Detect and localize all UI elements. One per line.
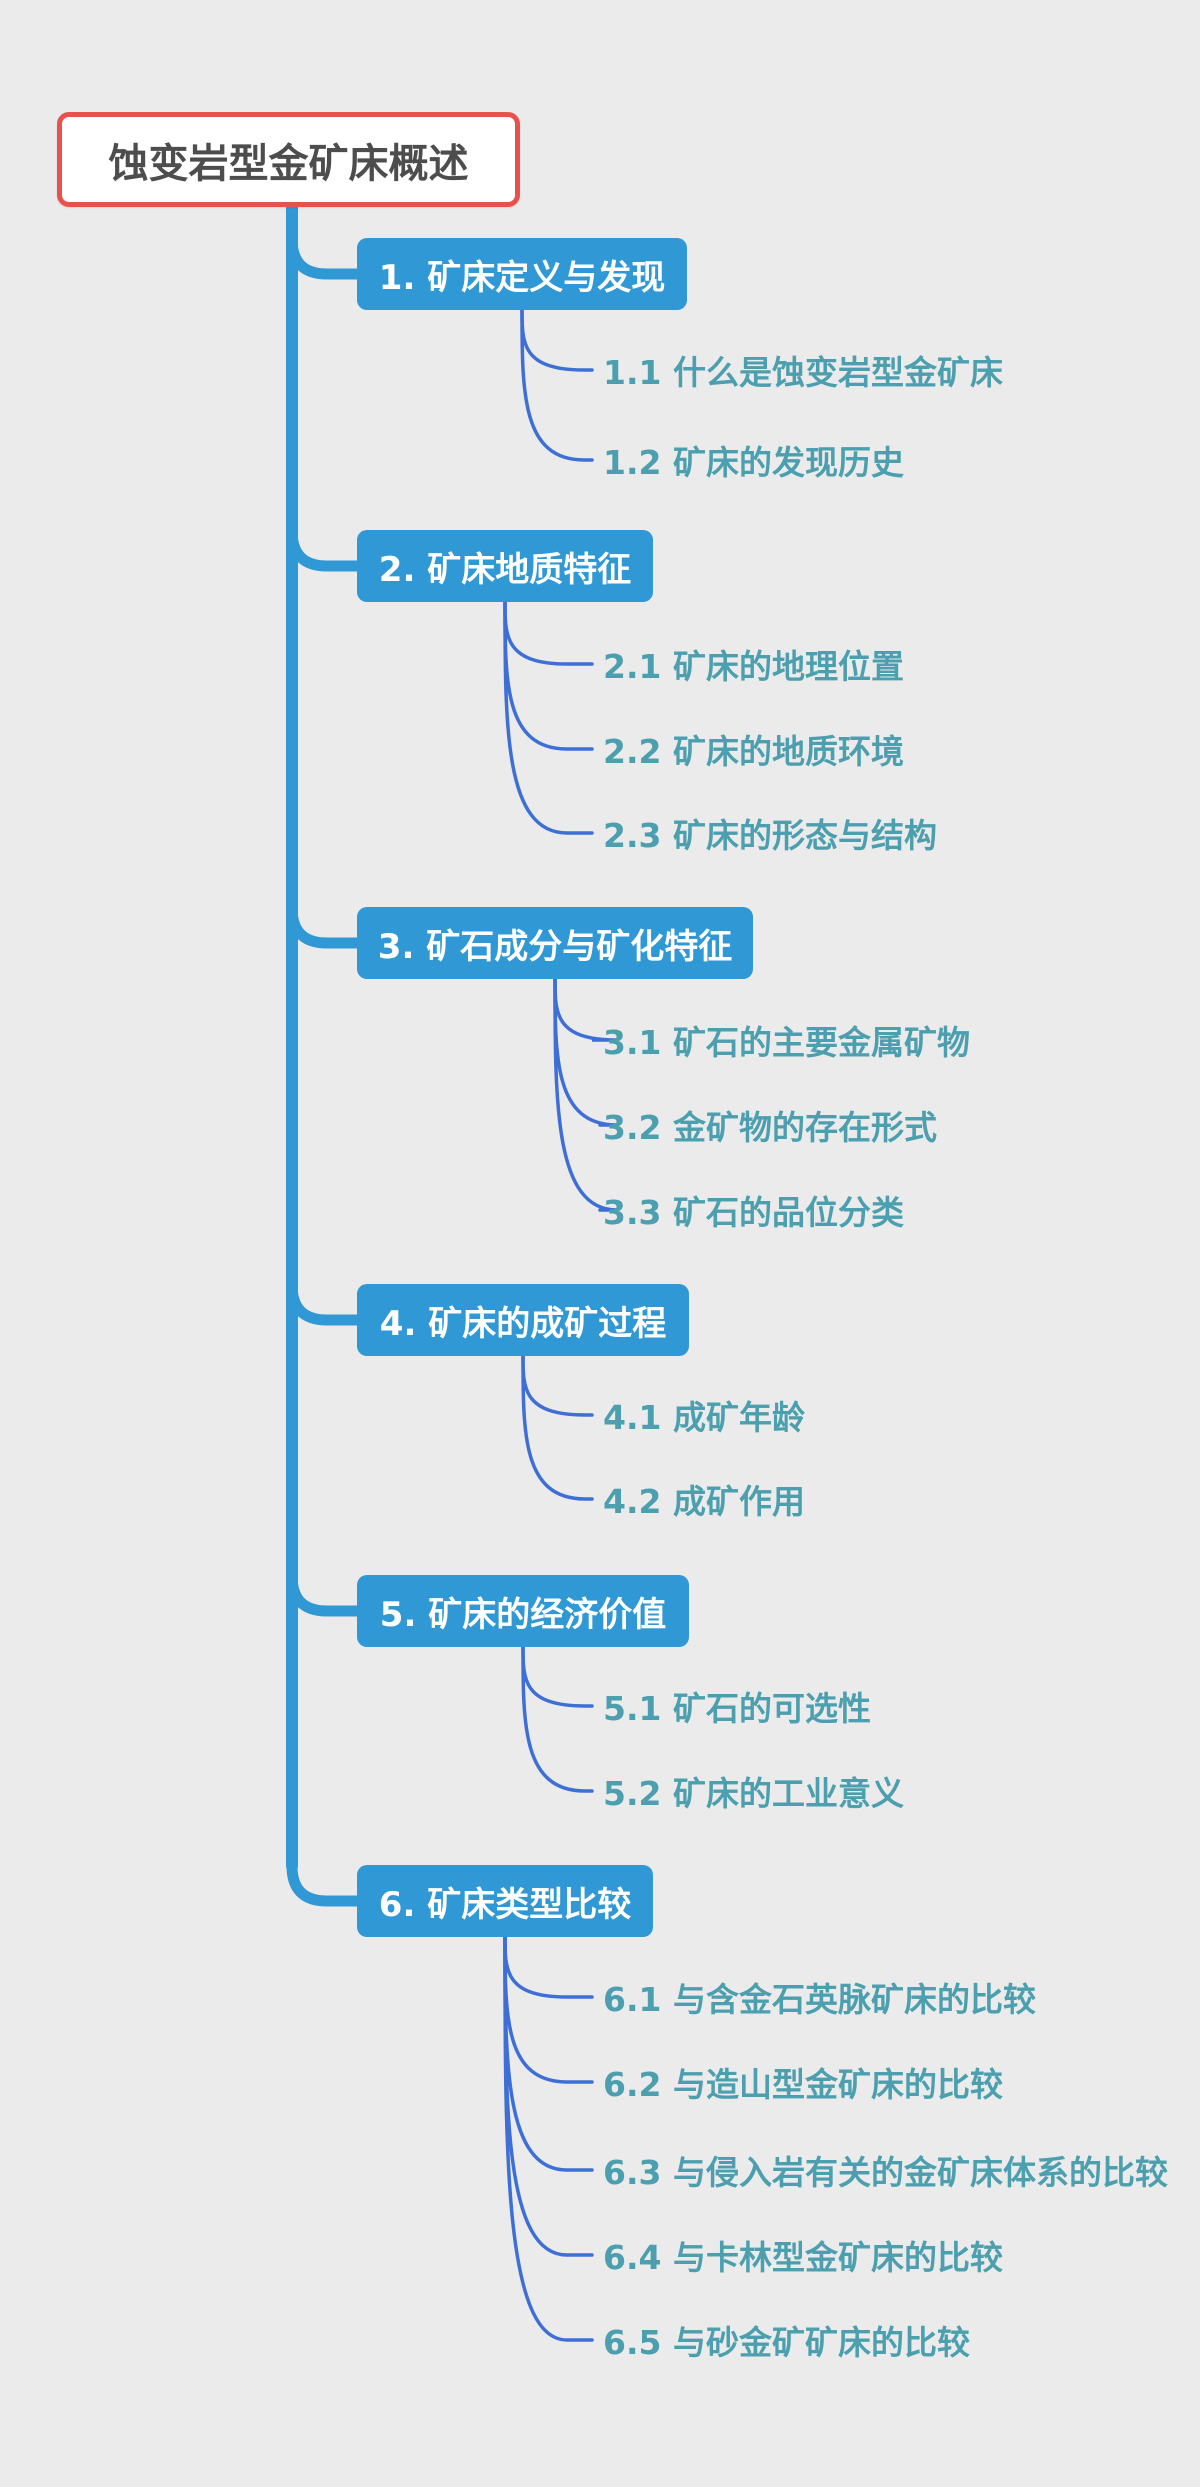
subtopic-4-1[interactable]: 4.1 成矿年龄 [603,1398,805,1437]
child-connector-2-3 [503,600,594,835]
subtopic-6-2[interactable]: 6.2 与造山型金矿床的比较 [603,2065,1003,2104]
branch-elbow-6 [286,1820,368,1907]
child-connector-1-1 [520,308,594,372]
child-connector-6-1 [503,1935,594,1999]
branch-elbow-5 [286,1530,368,1617]
child-connector-6-5 [503,1935,594,2342]
subtopic-6-1[interactable]: 6.1 与含金石英脉矿床的比较 [603,1980,1036,2019]
branch-node-4[interactable]: 4. 矿床的成矿过程 [357,1284,689,1356]
branch-elbow-2 [286,485,368,572]
child-connector-2-1 [503,600,594,666]
subtopic-5-1[interactable]: 5.1 矿石的可选性 [603,1689,871,1728]
branch-node-3[interactable]: 3. 矿石成分与矿化特征 [357,907,753,979]
child-connector-2-2 [503,600,594,751]
subtopic-3-3[interactable]: 3.3 矿石的品位分类 [603,1193,904,1232]
subtopic-6-5[interactable]: 6.5 与砂金矿矿床的比较 [603,2323,970,2362]
subtopic-4-2[interactable]: 4.2 成矿作用 [603,1482,805,1521]
branch-node-2[interactable]: 2. 矿床地质特征 [357,530,653,602]
child-connector-4-1 [521,1354,594,1417]
subtopic-1-2[interactable]: 1.2 矿床的发现历史 [603,443,904,482]
branch-elbow-1 [286,197,368,280]
subtopic-6-3[interactable]: 6.3 与侵入岩有关的金矿床体系的比较 [603,2153,1168,2192]
branch-node-6[interactable]: 6. 矿床类型比较 [357,1865,653,1937]
child-connector-1-2 [520,308,594,462]
subtopic-5-2[interactable]: 5.2 矿床的工业意义 [603,1774,904,1813]
child-connector-5-1 [521,1645,594,1708]
branch-node-5[interactable]: 5. 矿床的经济价值 [357,1575,689,1647]
branch-elbow-3 [286,862,368,949]
branch-node-1[interactable]: 1. 矿床定义与发现 [357,238,687,310]
subtopic-2-1[interactable]: 2.1 矿床的地理位置 [603,647,904,686]
subtopic-3-2[interactable]: 3.2 金矿物的存在形式 [603,1108,937,1147]
subtopic-6-4[interactable]: 6.4 与卡林型金矿床的比较 [603,2238,1003,2277]
child-connector-5-2 [521,1645,594,1793]
subtopic-3-1[interactable]: 3.1 矿石的主要金属矿物 [603,1023,970,1062]
subtopic-1-1[interactable]: 1.1 什么是蚀变岩型金矿床 [603,353,1003,392]
root-node[interactable]: 蚀变岩型金矿床概述 [57,112,520,207]
child-connector-4-2 [521,1354,594,1501]
branch-elbow-4 [286,1239,368,1326]
child-connector-3-3 [553,977,618,1212]
child-connector-6-2 [503,1935,594,2084]
subtopic-2-2[interactable]: 2.2 矿床的地质环境 [603,732,904,771]
subtopic-2-3[interactable]: 2.3 矿床的形态与结构 [603,816,937,855]
